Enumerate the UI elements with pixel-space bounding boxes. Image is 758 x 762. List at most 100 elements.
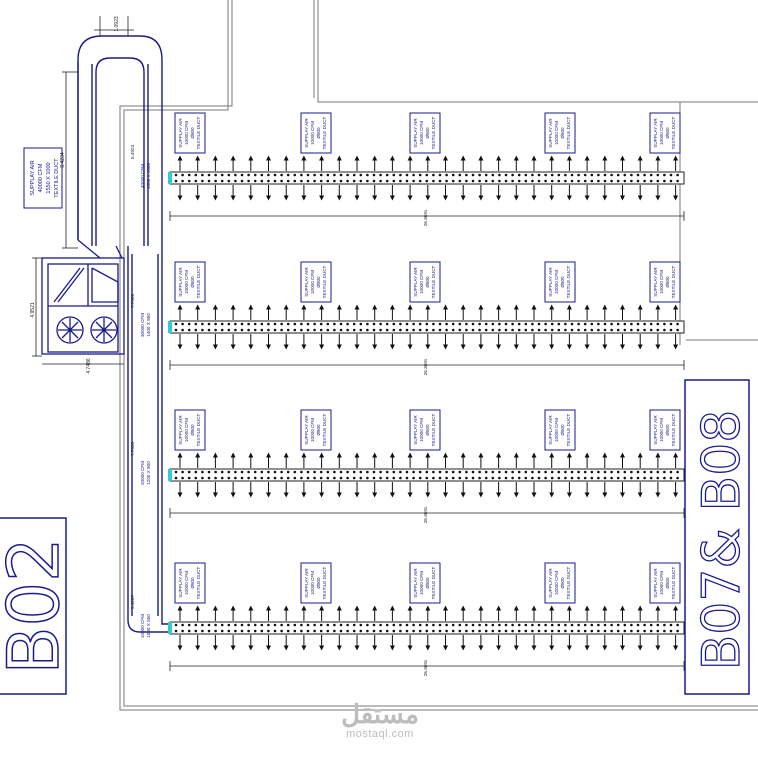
duct-perforation [669,470,673,474]
duct-perforation [300,173,303,177]
duct-perforation [636,629,640,633]
duct-perforation [372,629,376,633]
duct-perforation [306,328,310,332]
duct-tag-text: 10000 CFM [419,121,424,145]
duct-perforation [458,470,462,474]
duct-perforation [214,173,217,177]
duct-perforation [544,173,547,177]
main-supply-label-line4: TEXTILE DUCT [54,158,60,198]
duct-tag-box [409,112,441,154]
duct-perforation [570,179,574,183]
duct-perforation [663,476,666,480]
duct-perforation [465,322,468,326]
main-supply-label: SUPPLAY AIR 40000 CFM 1550 X 1000 TEXTIL… [23,147,63,209]
duct-perforation [207,322,211,326]
duct-perforation [280,173,283,177]
duct-perforation [630,322,633,326]
duct-perforation [412,322,415,326]
duct-perforation [517,470,521,474]
duct-perforation [438,470,442,474]
main-supply-label-line3: 1550 X 1000 [46,162,52,193]
duct-perforation [346,629,349,633]
duct-perforation [597,623,600,627]
duct-perforation [656,173,660,177]
duct-perforation [227,476,231,480]
duct-perforation [240,476,244,480]
duct-perforation [280,470,283,474]
duct-perforation [458,173,462,177]
duct-perforation [379,476,382,480]
duct-tag-text: SUPPLAY AIR [178,415,183,445]
duct-perforation [451,328,455,332]
duct-perforation [458,629,462,633]
duct-perforation [643,179,646,183]
duct-perforation [253,476,257,480]
duct-perforation [194,179,198,183]
duct-perforation [478,476,481,480]
duct-perforation [234,629,237,633]
duct-perforation [425,470,429,474]
duct-perforation [227,179,231,183]
duct-perforation [201,476,204,480]
duct-perforation [531,470,534,474]
duct-perforation [392,629,396,633]
duct-perforation [253,173,257,177]
duct-perforation [550,322,554,326]
duct-perforation [253,623,257,627]
duct-perforation [260,322,264,326]
duct-perforation [564,470,567,474]
duct-perforation [227,173,231,177]
duct-perforation [280,476,283,480]
duct-perforation [194,470,198,474]
duct-perforation [379,328,382,332]
duct-perforation [511,470,514,474]
duct-perforation [326,629,330,633]
duct-perforation [227,322,231,326]
duct-perforation [636,470,640,474]
duct-perforation [214,322,217,326]
duct-tag-text: SUPPLAY AIR [548,118,553,148]
duct-perforation [352,470,356,474]
duct-perforation [676,476,679,480]
duct-perforation [405,629,409,633]
duct-perforation [253,328,257,332]
duct-perforation [663,173,666,177]
duct-perforation [445,173,448,177]
duct-perforation [564,173,567,177]
duct-perforation [359,328,363,332]
duct-tag-text: SUPPLAY AIR [548,568,553,598]
duct-perforation [656,322,660,326]
duct-perforation [306,179,310,183]
duct-perforation [313,322,316,326]
duct-perforation [313,476,316,480]
duct-perforation [352,629,356,633]
duct-perforation [484,173,488,177]
duct-perforation [597,179,600,183]
duct-perforation [458,328,462,332]
duct-tag-text: TEXTILE DUCT [431,413,436,446]
duct-tag-text: SUPPLAY AIR [178,118,183,148]
duct-perforation [445,179,448,183]
duct-perforation [623,476,627,480]
duct-perforation [590,623,594,627]
duct-perforation [207,629,211,633]
duct-tag-text: 10000 CFM [184,418,189,442]
duct-tag-box [544,409,576,451]
duct-perforation [583,179,587,183]
duct-perforation [564,179,567,183]
duct-perforation [590,328,594,332]
duct-perforation [313,470,316,474]
duct-perforation [537,623,541,627]
duct-perforation [478,322,481,326]
duct-perforation [616,173,620,177]
duct-perforation [227,328,231,332]
duct-perforation [577,623,580,627]
duct-tag-box [409,562,441,604]
duct-perforation [326,173,330,177]
duct-perforation [247,476,250,480]
